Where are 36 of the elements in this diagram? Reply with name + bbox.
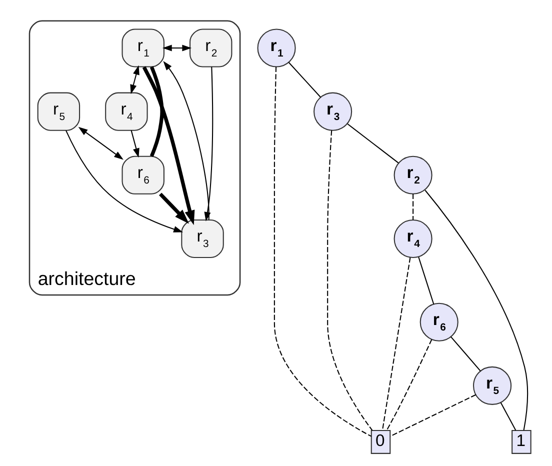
arrow <box>130 65 140 94</box>
connector <box>390 394 476 437</box>
node-box: r$_{1}$ <box>122 28 164 68</box>
connector <box>150 66 164 157</box>
node-box: r$_{3}$ <box>181 219 224 258</box>
connector <box>288 62 321 98</box>
connector <box>450 336 481 372</box>
connector <box>500 402 516 430</box>
arrow <box>163 61 210 220</box>
node-box: r$_{4}$ <box>105 92 148 131</box>
node-circle: r$_{6}$ <box>420 302 458 342</box>
arrow <box>142 66 195 226</box>
arrow <box>158 192 189 224</box>
node-circle: r$_{2}$ <box>394 156 432 194</box>
node-box: 0 <box>370 430 391 454</box>
arrow <box>130 130 140 158</box>
arrow <box>204 66 214 222</box>
connector <box>418 256 434 304</box>
node-box: r$_{5}$ <box>37 92 80 131</box>
node-box: r$_{6}$ <box>122 156 164 194</box>
node-box: 1 <box>512 430 532 454</box>
arrow <box>66 130 183 232</box>
connector <box>274 66 372 437</box>
node-circle: r$_{3}$ <box>314 92 352 131</box>
node-circle: r$_{4}$ <box>394 219 432 258</box>
connector <box>347 123 399 164</box>
arrow <box>78 126 124 160</box>
node-box: r$_{2}$ <box>190 28 232 68</box>
connector <box>327 130 373 431</box>
arrow <box>162 44 192 52</box>
node-circle: r$_{5}$ <box>472 366 512 405</box>
connector <box>386 339 432 431</box>
connector <box>382 258 411 430</box>
connector <box>412 194 414 220</box>
node-circle: r$_{1}$ <box>257 28 296 68</box>
connector <box>424 190 528 430</box>
